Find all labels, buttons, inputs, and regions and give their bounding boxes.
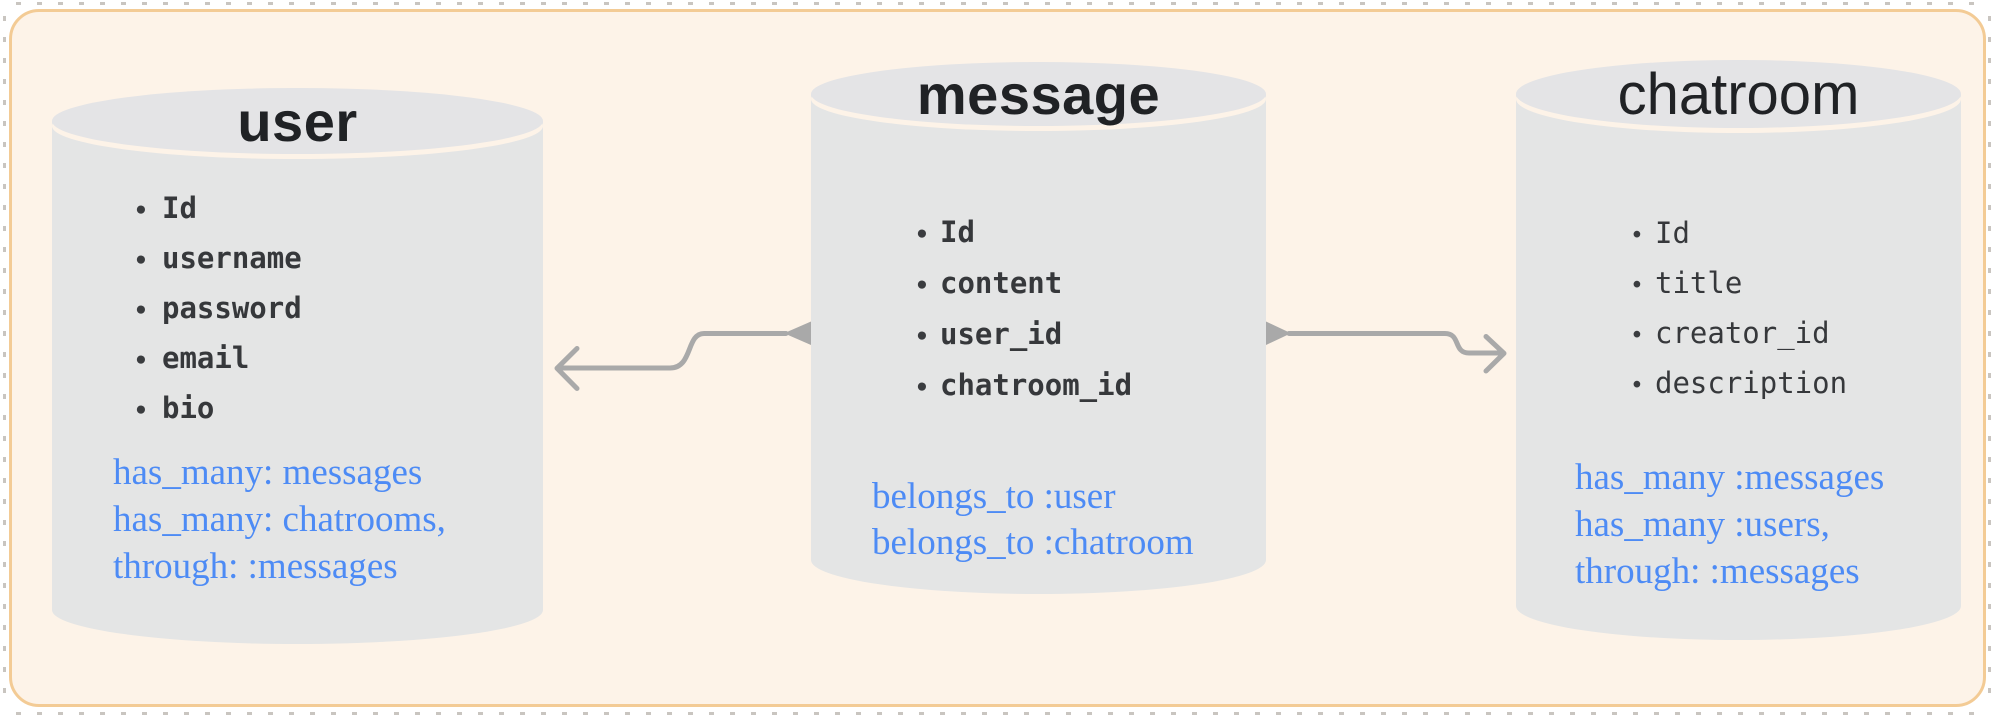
- entity-message-fields: Id content user_id chatroom_id: [915, 208, 1132, 412]
- entity-user-header: user: [52, 88, 543, 154]
- association-line: has_many :messages: [1575, 457, 1885, 498]
- association-line: belongs_to :user: [872, 476, 1116, 517]
- field-item: chatroom_id: [915, 361, 1132, 412]
- field-item: description: [1630, 360, 1847, 410]
- entity-chatroom-title: chatroom: [1617, 61, 1860, 127]
- field-item: username: [134, 235, 302, 285]
- entity-user-associations: has_many: messages has_many: chatrooms, …: [113, 449, 446, 590]
- field-item: content: [915, 259, 1132, 310]
- entity-user-title: user: [237, 89, 358, 153]
- association-line: belongs_to :chatroom: [872, 522, 1194, 563]
- field-item: Id: [134, 185, 302, 235]
- association-line: has_many: messages: [113, 452, 423, 493]
- canvas-edge-dashes-top: [16, 2, 1978, 5]
- canvas-edge-dashes-bottom: [16, 712, 1978, 715]
- field-item: Id: [915, 208, 1132, 259]
- entity-user-fields: Id username password email bio: [134, 185, 302, 435]
- field-item: email: [134, 335, 302, 385]
- entity-chatroom-fields: Id title creator_id description: [1630, 210, 1847, 410]
- entity-message[interactable]: message Id content user_id chatroom_id b…: [811, 62, 1266, 594]
- association-line: through: :messages: [113, 546, 398, 587]
- canvas-edge-dashes-left: [3, 16, 6, 704]
- field-item: creator_id: [1630, 310, 1847, 360]
- entity-chatroom-associations: has_many :messages has_many :users, thro…: [1575, 454, 1884, 595]
- association-line: has_many: chatrooms,: [113, 499, 446, 540]
- field-item: password: [134, 285, 302, 335]
- field-item: Id: [1630, 210, 1847, 260]
- association-line: has_many :users,: [1575, 504, 1830, 545]
- entity-chatroom-header: chatroom: [1516, 60, 1961, 128]
- entity-chatroom[interactable]: chatroom Id title creator_id description…: [1516, 60, 1961, 640]
- association-line: through: :messages: [1575, 551, 1860, 592]
- entity-message-header: message: [811, 62, 1266, 126]
- field-item: title: [1630, 260, 1847, 310]
- canvas-edge-dashes-right: [1988, 16, 1991, 704]
- entity-message-associations: belongs_to :user belongs_to :chatroom: [872, 474, 1194, 566]
- entity-message-title: message: [916, 62, 1161, 126]
- field-item: bio: [134, 385, 302, 435]
- field-item: user_id: [915, 310, 1132, 361]
- entity-user[interactable]: user Id username password email bio has_…: [52, 88, 543, 644]
